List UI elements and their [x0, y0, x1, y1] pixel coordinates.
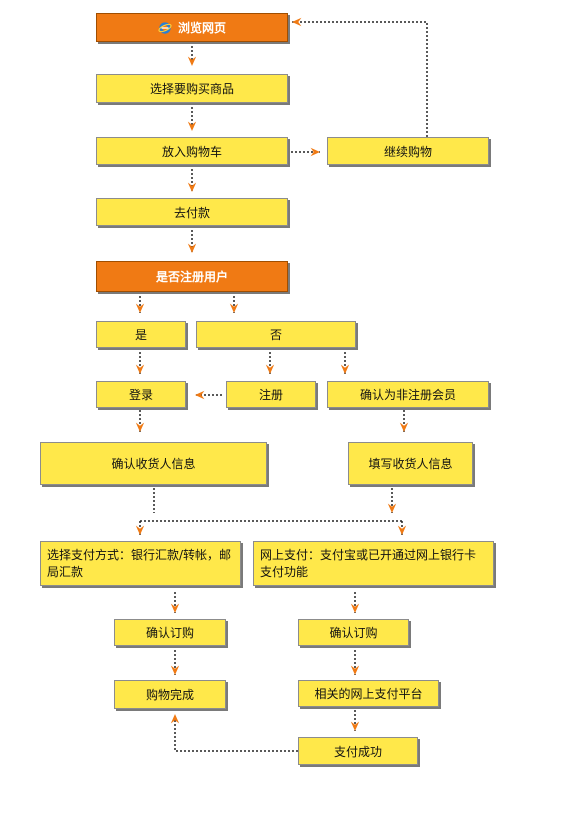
- node-confirm-order-right: 确认订购: [298, 619, 409, 646]
- node-payment-platform-label: 相关的网上支付平台: [314, 687, 423, 701]
- node-register: 注册: [226, 381, 316, 408]
- node-purchase-done-label: 购物完成: [145, 688, 194, 702]
- node-confirm-order-right-label: 确认订购: [329, 626, 378, 640]
- node-fill-receiver-label: 填写收货人信息: [368, 457, 453, 471]
- node-confirm-order-left: 确认订购: [114, 619, 226, 646]
- node-yes: 是: [96, 321, 186, 348]
- node-fill-receiver: 填写收货人信息: [348, 442, 473, 485]
- node-confirm-order-left-label: 确认订购: [145, 626, 194, 640]
- node-add-to-cart-label: 放入购物车: [161, 144, 222, 159]
- node-login-label: 登录: [128, 388, 153, 402]
- node-is-registered: 是否注册用户: [96, 261, 288, 292]
- node-register-label: 注册: [258, 388, 283, 402]
- node-select-goods: 选择要购买商品: [96, 74, 288, 103]
- edge-success-done: [170, 714, 298, 752]
- node-continue-shopping: 继续购物: [327, 137, 489, 165]
- node-online-payment-label: 网上支付：支付宝或已开通过网上银行卡支付功能: [260, 547, 477, 579]
- node-browse-webpage-label: 浏览网页: [177, 21, 226, 35]
- node-no-label: 否: [269, 328, 282, 342]
- node-offline-payment-label: 选择支付方式：银行汇款/转帐，邮局汇款: [47, 547, 232, 579]
- node-purchase-done: 购物完成: [114, 680, 226, 709]
- node-confirm-nonmember-label: 确认为非注册会员: [359, 388, 456, 402]
- node-select-goods-label: 选择要购买商品: [149, 82, 234, 96]
- node-online-payment: 网上支付：支付宝或已开通过网上银行卡支付功能: [253, 541, 494, 586]
- node-payment-success: 支付成功: [298, 737, 418, 765]
- node-confirm-nonmember: 确认为非注册会员: [327, 381, 489, 408]
- node-offline-payment: 选择支付方式：银行汇款/转帐，邮局汇款: [40, 541, 241, 586]
- node-checkout-label: 去付款: [173, 205, 210, 220]
- node-login: 登录: [96, 381, 186, 408]
- node-continue-shopping-label: 继续购物: [383, 144, 432, 159]
- node-is-registered-label: 是否注册用户: [155, 270, 228, 284]
- node-payment-success-label: 支付成功: [333, 744, 382, 759]
- node-confirm-receiver: 确认收货人信息: [40, 442, 267, 485]
- node-payment-platform: 相关的网上支付平台: [298, 680, 439, 707]
- edge-continue-browse: [292, 17, 428, 137]
- node-add-to-cart: 放入购物车: [96, 137, 288, 165]
- node-no: 否: [196, 321, 356, 348]
- node-yes-label: 是: [134, 328, 147, 342]
- node-confirm-receiver-label: 确认收货人信息: [111, 457, 196, 471]
- node-browse-webpage: 浏览网页: [96, 13, 288, 42]
- internet-explorer-icon: [158, 21, 172, 34]
- node-checkout: 去付款: [96, 198, 288, 226]
